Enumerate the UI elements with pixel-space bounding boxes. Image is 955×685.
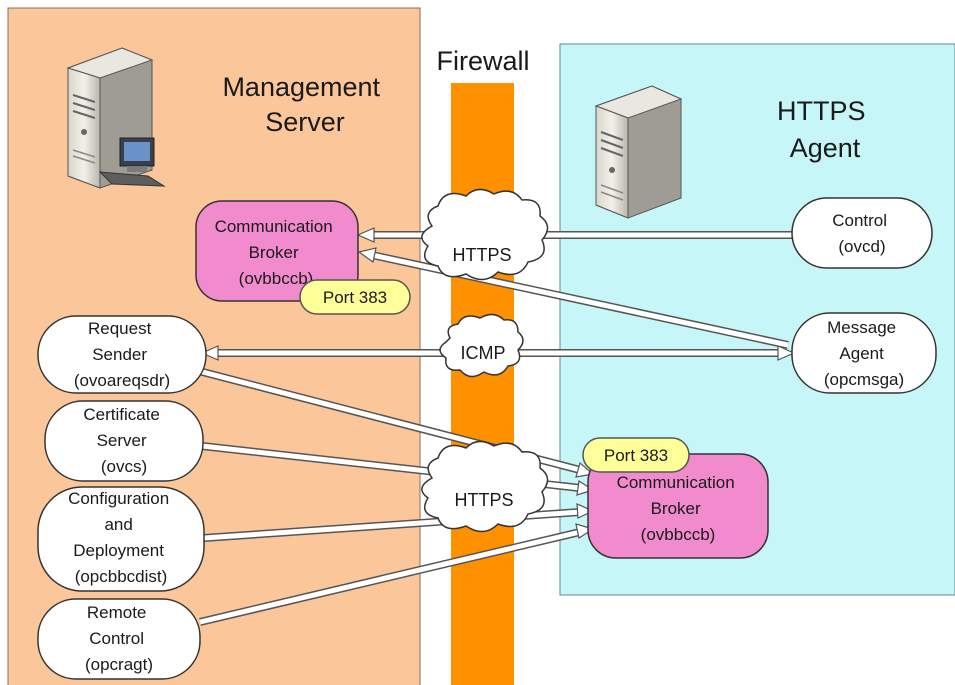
protocol-label-https-bottom: HTTPS <box>454 490 513 510</box>
cloud-https-top: HTTPS <box>421 188 549 281</box>
server-port-badge: Port 383 <box>299 279 411 315</box>
cloud-icmp: ICMP <box>439 313 524 378</box>
server-broker-line-3: (ovbbccb) <box>239 269 314 288</box>
svg-text:Certificate Server: Certificate Server (ovcs) <box>83 405 164 476</box>
cloud-https-bottom: HTTPS <box>421 440 549 533</box>
svg-text:Request Sender (ov: Request Sender (ovoareqsdr) <box>74 319 170 390</box>
management-server-label: Management Server <box>222 72 387 137</box>
server-communication-broker: Communication Broker (ovbbccb) <box>195 200 359 302</box>
svg-text:Communication Broker: Communication Broker (ovbbccb) <box>215 217 338 288</box>
control-node: Control (ovcd) <box>791 197 933 269</box>
agent-port-badge: Port 383 <box>582 437 690 473</box>
agent-communication-broker: Communication Broker (ovbbccb) <box>587 453 769 559</box>
svg-text:Communication Broker: Communication Broker (ovbbccb) <box>617 473 740 544</box>
protocol-label-icmp: ICMP <box>461 343 506 363</box>
svg-text:Remote Control (op: Remote Control (opcragt) <box>85 603 153 674</box>
remote-control-node: Remote Control (opcragt) <box>37 598 201 680</box>
firewall-label: Firewall <box>436 46 529 76</box>
request-sender-node: Request Sender (ovoareqsdr) <box>37 315 207 394</box>
certificate-server-node: Certificate Server (ovcs) <box>44 400 204 482</box>
server-broker-line-1: Communication <box>215 217 333 236</box>
server-broker-line-2: Broker <box>249 243 299 262</box>
firewall-bar <box>451 83 514 685</box>
svg-text:Control (ovcd): Control (ovcd) <box>832 211 892 256</box>
https-agent-label: HTTPS Agent <box>777 96 873 163</box>
server-tower-icon <box>594 85 683 219</box>
arrow-remote-control-to-broker <box>199 523 595 626</box>
configuration-deployment-node: Configuration and Deployment (opcbbcdist… <box>37 486 205 592</box>
svg-text:Port 383: Port 383 <box>323 288 387 307</box>
svg-text:Port 383: Port 383 <box>604 446 668 465</box>
server-computer-icon <box>66 47 166 189</box>
svg-text:Message Agent (opc: Message Agent (opcmsga) <box>824 318 904 389</box>
svg-text:Configuration and: Configuration and Deployment (opcbbcdist… <box>68 489 174 586</box>
protocol-label-https-top: HTTPS <box>452 245 511 265</box>
message-agent-node: Message Agent (opcmsga) <box>791 312 937 394</box>
